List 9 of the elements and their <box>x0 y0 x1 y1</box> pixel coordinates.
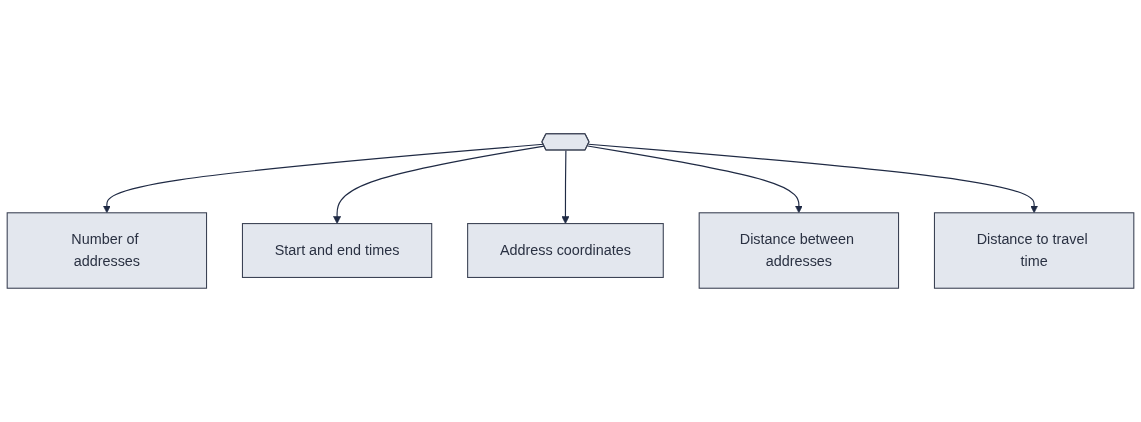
arrow <box>333 145 545 224</box>
node-box: Address coordinates <box>467 223 664 278</box>
arrow <box>587 145 803 214</box>
node-box: Distance between addresses <box>698 212 900 289</box>
node-box: Number of addresses <box>6 212 208 289</box>
node-box: Start and end times <box>241 223 433 278</box>
node-box: Distance to travel time <box>933 212 1135 289</box>
arrow <box>561 149 570 224</box>
arrow <box>587 143 1039 214</box>
